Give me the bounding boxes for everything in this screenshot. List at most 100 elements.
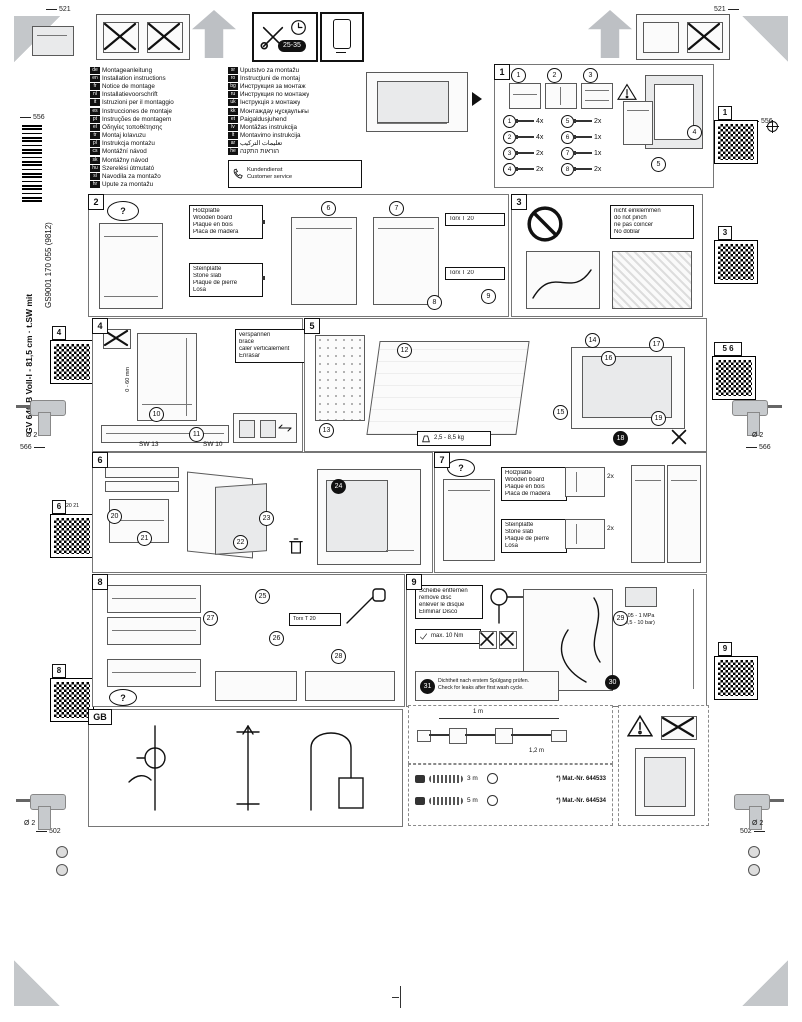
language-code-badge: it [90, 99, 100, 107]
fold-mark: 566 [20, 444, 45, 451]
language-title: Installation instructions [102, 74, 166, 82]
language-title: Instrucţiuni de montaj [240, 74, 300, 82]
niche-sketch [645, 75, 703, 149]
label-line: ne pas coincer [614, 222, 654, 228]
step-inset-sketch [581, 83, 613, 109]
dishwasher-sketch [623, 101, 653, 145]
language-title: Instrucciones de montaje [102, 107, 173, 115]
rail-sketch [105, 481, 179, 492]
warning-icon [617, 83, 637, 100]
panel-gb-badge: GB [88, 709, 112, 725]
part-ref-marker: 14 [585, 333, 600, 348]
niche-front-sketch [366, 72, 468, 132]
part-ref-marker: 17 [649, 337, 664, 352]
do-not-pinch-icon [527, 206, 563, 242]
qr-section-badge: 4 [52, 326, 66, 340]
level-arrows-icon [278, 424, 292, 432]
torque-box: max. 10 Nm [415, 629, 481, 644]
qr-pattern [54, 682, 90, 718]
sketch-line [104, 236, 158, 237]
label-line: Placa de madera [193, 229, 239, 235]
qr-section-badge: 9 [718, 642, 732, 656]
label-line: Torx T 20 [449, 270, 474, 276]
question-mark: ? [458, 463, 464, 473]
language-code-badge: lt [228, 132, 238, 140]
fixing-variant-sketch [107, 585, 201, 613]
part-quantity: 2x [594, 165, 602, 173]
hinge-sketch [565, 467, 605, 497]
cord-row: 3 m *) Mat.-Nr. 644533 [415, 773, 606, 784]
hose-routing-sketch [532, 269, 592, 299]
qr-code [50, 514, 94, 558]
part-ref-marker: 25 [255, 589, 270, 604]
language-code-badge: pt [90, 115, 100, 123]
cord-row: 5 m *) Mat.-Nr. 644534 [415, 795, 606, 806]
x-mark-icon [103, 329, 129, 347]
sketch-line [112, 630, 196, 631]
drill-diameter-label: Ø 2 [752, 432, 764, 439]
label-line: Placa de madera [505, 491, 551, 497]
drill-diameter-label: Ø 2 [26, 432, 38, 439]
panel-6-badge: 6 [92, 452, 108, 468]
upright-transport-arrow-icon [588, 10, 632, 58]
hose-segment [511, 734, 551, 736]
torx-label: Torx T 20 [445, 213, 505, 226]
part-ref-marker: 9 [481, 289, 496, 304]
trash-bin-icon [289, 538, 303, 554]
question-mark: ? [120, 206, 126, 216]
language-code-badge: ru [228, 91, 238, 99]
language-code-badge: et [228, 115, 238, 123]
registration-mark [766, 120, 779, 133]
qr-section-badge: 8 [52, 664, 66, 678]
sketch-line [635, 480, 661, 481]
language-title: Οδηγίες τοποθέτησης [102, 123, 163, 131]
drill-bit [16, 799, 31, 802]
niche-opening [654, 84, 694, 140]
alignment-icons-box [233, 413, 297, 443]
hose-length-label: 1 m [473, 709, 484, 715]
question-cloud: ? [109, 689, 137, 706]
x-mark-icon [661, 716, 695, 738]
screw-icon [573, 135, 592, 139]
fold-label: 521 [714, 6, 726, 13]
part-ref-marker: 28 [331, 649, 346, 664]
quantity-label: 2x [607, 473, 614, 480]
label-line: Torx T 20 [449, 216, 474, 222]
service-line: Kundendienst [247, 167, 283, 173]
wrench-size-label: SW 10 [203, 441, 223, 448]
door-weight-range: 2,5 - 8,5 kg [434, 435, 465, 441]
drill-bit [16, 405, 31, 408]
language-code-badge: de [90, 66, 100, 74]
part-ref-marker: 8 [427, 295, 442, 310]
torque-value: max. 10 Nm [431, 633, 464, 639]
part-ref-marker: 29 [613, 611, 628, 626]
language-title: Szerelési útmutató [102, 164, 155, 172]
qr-pattern [718, 124, 754, 160]
part-quantity: 4x [536, 117, 544, 125]
cord-length: 3 m [467, 775, 478, 782]
label-line: Plaque de pierre [193, 280, 238, 286]
question-cloud: ? [107, 201, 139, 221]
hose-lines [560, 597, 601, 683]
part-ref-marker: 27 [203, 611, 218, 626]
fold-label: 556 [761, 118, 773, 125]
language-code-badge: en [90, 74, 100, 82]
panel-4-badge: 4 [92, 318, 108, 334]
x-mark-icon [500, 632, 514, 646]
qr-section-badge: 3 [718, 226, 732, 240]
part-ref-marker: 13 [319, 423, 334, 438]
dishwasher-sketch [443, 479, 495, 561]
language-title: Instrukcja montażu [102, 140, 155, 148]
language-code-badge: es [90, 107, 100, 115]
